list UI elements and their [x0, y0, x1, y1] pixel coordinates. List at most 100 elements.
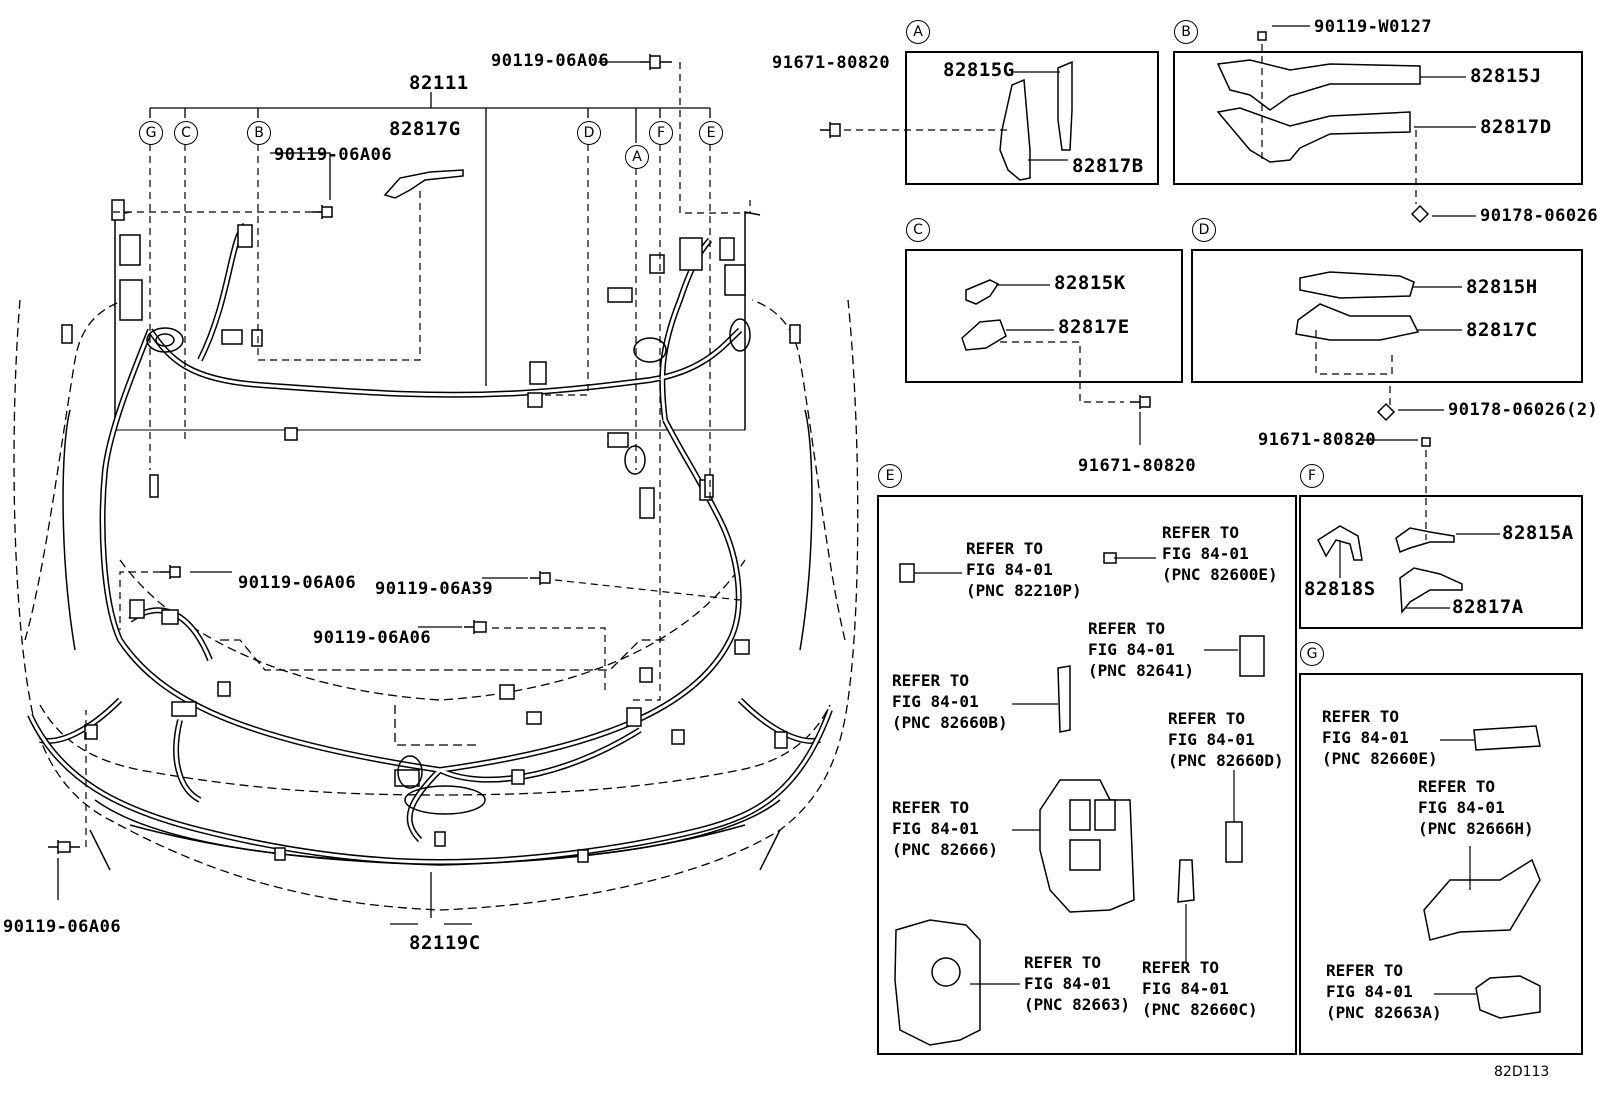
refer-82600e[interactable]: REFER TO FIG 84-01 (PNC 82600E) — [1162, 522, 1278, 585]
callout-d[interactable]: D — [577, 121, 601, 145]
box-g-letter: G — [1300, 642, 1324, 666]
grommets — [146, 318, 751, 815]
box-a-leaders — [844, 71, 1068, 161]
box-e-leaders — [914, 557, 1238, 985]
refer-82660c[interactable]: REFER TO FIG 84-01 (PNC 82660C) — [1142, 957, 1258, 1020]
part-label-82111[interactable]: 82111 — [409, 72, 469, 94]
refer-82210p[interactable]: REFER TO FIG 84-01 (PNC 82210P) — [966, 538, 1082, 601]
refer-line-2: FIG 84-01 — [892, 819, 979, 838]
refer-line-3: (PNC 82641) — [1088, 661, 1194, 680]
callout-b[interactable]: B — [247, 121, 271, 145]
box-e-letter: E — [878, 464, 902, 488]
refer-line-2: FIG 84-01 — [892, 692, 979, 711]
refer-line-1: REFER TO — [1168, 709, 1246, 728]
box-g-leaders — [1434, 739, 1476, 995]
body-panels — [62, 211, 813, 871]
part-label-82815j[interactable]: 82815J — [1470, 65, 1542, 87]
bolt-label-w0127[interactable]: 90119-W0127 — [1314, 17, 1433, 37]
refer-line-1: REFER TO — [892, 798, 970, 817]
refer-line-3: (PNC 82660D) — [1168, 751, 1284, 770]
refer-82666[interactable]: REFER TO FIG 84-01 (PNC 82666) — [892, 797, 998, 860]
refer-line-1: REFER TO — [1088, 619, 1166, 638]
refer-line-3: (PNC 82660B) — [892, 713, 1008, 732]
callout-g[interactable]: G — [139, 121, 163, 145]
solid-pointers — [57, 61, 640, 925]
part-label-82815a[interactable]: 82815A — [1502, 522, 1574, 544]
part-label-82817a[interactable]: 82817A — [1452, 596, 1524, 618]
figure-code: 82D113 — [1494, 1064, 1550, 1080]
refer-line-3: (PNC 82660E) — [1322, 749, 1438, 768]
refer-82660e-g[interactable]: REFER TO FIG 84-01 (PNC 82660E) — [1322, 706, 1438, 769]
front-harness-82119c — [27, 708, 833, 866]
refer-line-3: (PNC 82210P) — [966, 581, 1082, 600]
refer-82666h[interactable]: REFER TO FIG 84-01 (PNC 82666H) — [1418, 776, 1534, 839]
refer-line-1: REFER TO — [1142, 958, 1220, 977]
refer-line-2: FIG 84-01 — [1168, 730, 1255, 749]
refer-82663[interactable]: REFER TO FIG 84-01 (PNC 82663) — [1024, 952, 1130, 1015]
box-d-leaders — [1315, 286, 1462, 411]
refer-82663a[interactable]: REFER TO FIG 84-01 (PNC 82663A) — [1326, 960, 1442, 1023]
refer-line-3: (PNC 82666H) — [1418, 819, 1534, 838]
bolt-label-center[interactable]: 90119-06A06 — [313, 628, 432, 648]
part-label-82817b[interactable]: 82817B — [1072, 155, 1144, 177]
wiring-harness-inner — [39, 223, 821, 842]
bolt-label-top[interactable]: 90119-06A06 — [491, 51, 610, 71]
box-b-parts — [1216, 31, 1430, 224]
bolt-label-bottom-left[interactable]: 90119-06A06 — [3, 917, 122, 937]
refer-82660b[interactable]: REFER TO FIG 84-01 (PNC 82660B) — [892, 670, 1008, 733]
clip-label-d[interactable]: 90178-06026(2) — [1448, 400, 1598, 420]
bolt-label-91671-a[interactable]: 91671-80820 — [772, 53, 891, 73]
refer-line-3: (PNC 82660C) — [1142, 1000, 1258, 1019]
part-label-82817c[interactable]: 82817C — [1466, 319, 1538, 341]
refer-line-2: FIG 84-01 — [966, 560, 1053, 579]
bolt-label-left[interactable]: 90119-06A06 — [274, 145, 393, 165]
wiring-harness-82111 — [39, 222, 821, 843]
refer-line-1: REFER TO — [892, 671, 970, 690]
callout-a[interactable]: A — [625, 145, 649, 169]
box-d-letter: D — [1192, 218, 1216, 242]
harness-connectors — [61, 199, 801, 863]
bolt-label-91671-c[interactable]: 91671-80820 — [1078, 456, 1197, 476]
callout-f[interactable]: F — [649, 121, 673, 145]
bolt-label-mid-left[interactable]: 90119-06A06 — [238, 573, 357, 593]
box-c-parts — [961, 279, 1151, 409]
refer-line-3: (PNC 82663) — [1024, 995, 1130, 1014]
box-a-parts — [820, 60, 1073, 181]
refer-line-1: REFER TO — [1418, 777, 1496, 796]
refer-82641[interactable]: REFER TO FIG 84-01 (PNC 82641) — [1088, 618, 1194, 681]
refer-line-2: FIG 84-01 — [1162, 544, 1249, 563]
bracket-82817g-shape — [383, 169, 464, 199]
refer-line-2: FIG 84-01 — [1418, 798, 1505, 817]
part-label-82815h[interactable]: 82815H — [1466, 276, 1538, 298]
refer-line-2: FIG 84-01 — [1322, 728, 1409, 747]
box-g-parts — [1423, 725, 1541, 1019]
clip-label-b[interactable]: 90178-06026 — [1480, 206, 1598, 226]
part-label-82119c[interactable]: 82119C — [409, 932, 481, 954]
part-label-82817e[interactable]: 82817E — [1058, 316, 1130, 338]
part-label-82815k[interactable]: 82815K — [1054, 272, 1126, 294]
box-f-leaders — [1339, 439, 1500, 609]
box-c-leaders — [996, 284, 1141, 445]
refer-82660d[interactable]: REFER TO FIG 84-01 (PNC 82660D) — [1168, 708, 1284, 771]
part-label-82817g[interactable]: 82817G — [389, 118, 461, 140]
callout-e[interactable]: E — [699, 121, 723, 145]
refer-line-3: (PNC 82663A) — [1326, 1003, 1442, 1022]
refer-line-2: FIG 84-01 — [1088, 640, 1175, 659]
bolt-label-06a39[interactable]: 90119-06A39 — [375, 579, 494, 599]
part-label-82818s[interactable]: 82818S — [1304, 578, 1376, 600]
part-label-82815g[interactable]: 82815G — [943, 59, 1015, 81]
box-e-parts — [894, 552, 1265, 1046]
refer-line-1: REFER TO — [1326, 961, 1404, 980]
bolt-icon — [48, 54, 672, 854]
refer-line-3: (PNC 82666) — [892, 840, 998, 859]
box-f-letter: F — [1300, 464, 1324, 488]
refer-line-1: REFER TO — [966, 539, 1044, 558]
refer-line-2: FIG 84-01 — [1142, 979, 1229, 998]
detail-box-frames — [877, 51, 1583, 1055]
part-label-82817d[interactable]: 82817D — [1480, 116, 1552, 138]
callout-c[interactable]: C — [174, 121, 198, 145]
refer-line-1: REFER TO — [1024, 953, 1102, 972]
box-f-parts — [1317, 437, 1463, 614]
bolt-label-91671-f[interactable]: 91671-80820 — [1258, 430, 1377, 450]
